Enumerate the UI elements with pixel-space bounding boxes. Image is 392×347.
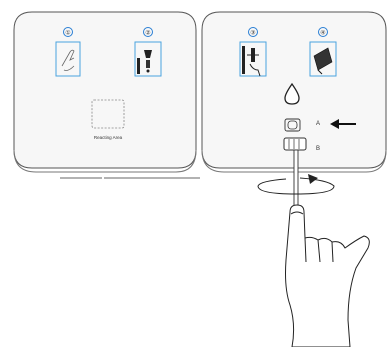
hand-icon xyxy=(285,204,370,347)
step-3-number: ③ xyxy=(250,30,255,37)
label-b: B xyxy=(316,146,320,152)
press-tube-icon xyxy=(242,46,261,77)
sample-tube-icon xyxy=(137,50,152,74)
right-panel: ③ ④ A xyxy=(201,11,387,173)
step-2: ② xyxy=(134,27,162,77)
fold-card-icon xyxy=(313,47,333,75)
step-2-number: ② xyxy=(145,30,150,37)
label-a: A xyxy=(316,121,320,127)
well-a xyxy=(284,118,301,132)
rotation-arrow-icon xyxy=(257,174,335,195)
step-4-number: ④ xyxy=(320,30,325,37)
step-4: ④ xyxy=(309,27,337,77)
swab-icon xyxy=(283,137,307,213)
step-3: ③ xyxy=(239,27,267,77)
step-1-number: ① xyxy=(65,30,70,37)
reading-area: Reacting Area xyxy=(91,99,125,140)
drop-icon xyxy=(284,82,300,105)
left-panel: ① ② Reacting Area xyxy=(13,11,197,173)
arrow-left-icon xyxy=(330,119,356,129)
hand-swipe-icon xyxy=(61,49,75,71)
reading-area-label: Reacting Area xyxy=(94,135,123,140)
step-1: ① xyxy=(55,27,81,77)
